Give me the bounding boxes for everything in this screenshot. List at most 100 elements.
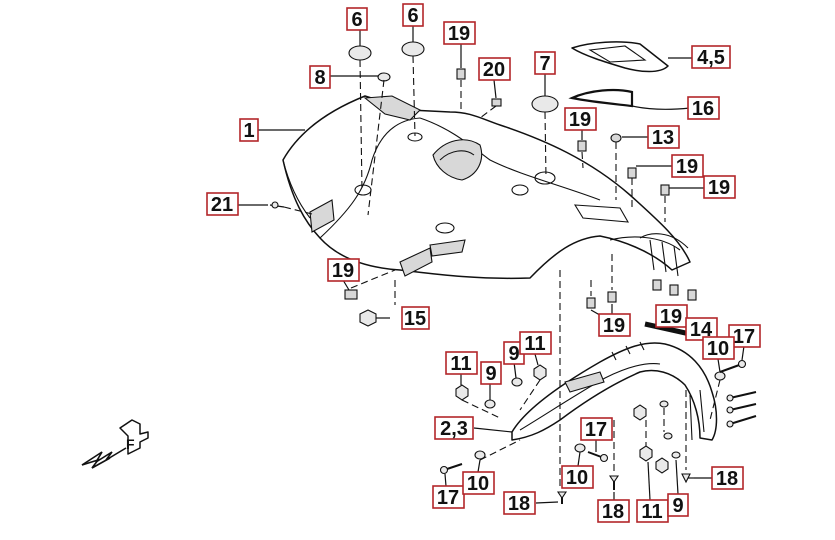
callout-19d: 19 [703,175,736,199]
callout-number: 17 [437,487,459,509]
callout-7: 7 [534,51,556,75]
callout-box [534,51,556,75]
callout-number: 18 [716,468,738,490]
clip-19d [660,184,670,196]
callout-number: 14 [690,319,713,341]
callout-11d: 11 [636,499,669,523]
nut-11a [455,384,469,401]
callout-box [239,118,259,142]
callout-number: 17 [585,419,607,441]
front-direction-arrow-icon: F [81,419,149,469]
callout-number: 10 [467,473,489,495]
callout-10b: 10 [561,465,594,489]
strip-14 [644,321,691,337]
callout-2-3: 2,3 [434,416,474,440]
callout-box [480,361,502,385]
washer-9b [511,377,523,387]
callout-box [519,331,552,355]
callout-number: 6 [407,5,418,27]
callout-19b: 19 [564,107,597,131]
callout-number: 18 [508,493,530,515]
callout-box [434,416,474,440]
bolt-17b [439,463,463,475]
gasket-strip [568,88,634,108]
nut-11c [639,445,653,462]
callout-number: 20 [483,59,505,81]
callout-18c: 18 [711,466,744,490]
callout-box [478,57,511,81]
callout-box [702,336,735,360]
callout-box [561,465,594,489]
callout-box [443,21,476,45]
callout-9a: 9 [503,341,525,365]
callout-number: 15 [404,308,426,330]
callout-number: 19 [332,260,354,282]
rubber-plug-6a [348,45,372,61]
screw-21 [269,201,285,209]
screw-18c [681,473,694,484]
clip-19b [577,140,587,152]
cap-13 [610,133,622,143]
screw-18b [608,475,620,490]
callout-box [346,7,368,31]
callout-number: 19 [569,109,591,131]
callout-9b: 9 [480,361,502,385]
callout-box [597,499,630,523]
callout-box [703,175,736,199]
callout-box [206,192,239,216]
screw-18a [556,491,568,504]
bolt-15 [359,309,390,327]
callout-15: 15 [401,306,430,330]
callout-19e: 19 [327,258,360,282]
leader-lines [238,26,745,504]
washer-10a [714,371,726,381]
callout-box [671,154,704,178]
callout-box [655,304,688,328]
nut-11b [533,364,547,381]
callout-number: 1 [243,120,254,142]
callout-box [685,317,718,341]
callout-box [462,471,495,495]
callout-16: 16 [687,96,720,120]
callout-11a: 11 [445,351,478,375]
callout-1: 1 [239,118,259,142]
callout-number: 9 [672,495,683,517]
callout-number: 18 [602,501,624,523]
clip-20 [491,98,502,107]
callout-number: 19 [676,156,698,178]
callout-19a: 19 [443,21,476,45]
callout-21: 21 [206,192,239,216]
callout-box [711,466,744,490]
bolt-17a [719,359,747,373]
callout-number: 7 [539,53,550,75]
callout-number: 19 [708,177,730,199]
clip-19f-2 [607,291,617,303]
clip-19c [627,167,637,179]
clip-19e [344,289,358,300]
callout-number: 13 [652,127,674,149]
callout-19f: 19 [598,313,631,337]
rubber-plug-6b [401,41,425,57]
callout-box [580,417,613,441]
callout-number: 19 [448,23,470,45]
callout-8: 8 [309,65,331,89]
callout-9c: 9 [667,493,689,517]
callout-box [667,493,689,517]
callout-box [309,65,331,89]
callout-box [728,324,761,348]
callout-number: 11 [450,353,471,375]
callout-number: 9 [485,363,496,385]
callout-19g: 19 [655,304,688,328]
callout-box [564,107,597,131]
callout-box [432,485,465,509]
washer-10b [474,450,486,460]
callout-number: 4,5 [697,47,725,69]
front-letter: F [126,436,135,452]
callout-18a: 18 [503,491,536,515]
bolt-17c [587,451,609,463]
callout-number: 11 [641,501,662,523]
callout-10a: 10 [702,336,735,360]
callout-4-5: 4,5 [691,45,731,69]
callout-box [598,313,631,337]
front-fender-body [282,95,691,280]
